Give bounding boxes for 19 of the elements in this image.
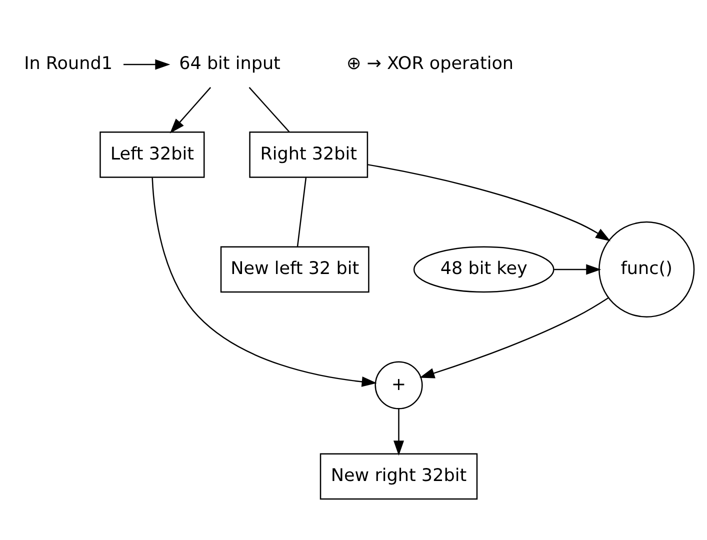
node-circle: func() <box>598 220 695 317</box>
arrow <box>420 296 609 378</box>
node-circle: + <box>374 360 423 409</box>
arrow <box>170 86 212 133</box>
label: ⊕ → XOR operation <box>346 54 514 74</box>
arrow <box>152 177 377 386</box>
arrow <box>393 408 404 456</box>
connector <box>296 176 307 246</box>
node-ellipse: 48 bit key <box>413 246 554 292</box>
node-text: 64 bit input <box>179 54 280 74</box>
connector <box>248 86 290 132</box>
node-box: New right 32bit <box>320 452 478 500</box>
node-text: In Round1 <box>24 54 112 74</box>
arrow <box>368 164 611 241</box>
node-box: Left 32bit <box>100 131 205 178</box>
node-box: Right 32bit <box>249 131 368 178</box>
arrow <box>123 58 170 70</box>
node-box: New left 32 bit <box>220 246 370 292</box>
arrow <box>554 264 602 274</box>
